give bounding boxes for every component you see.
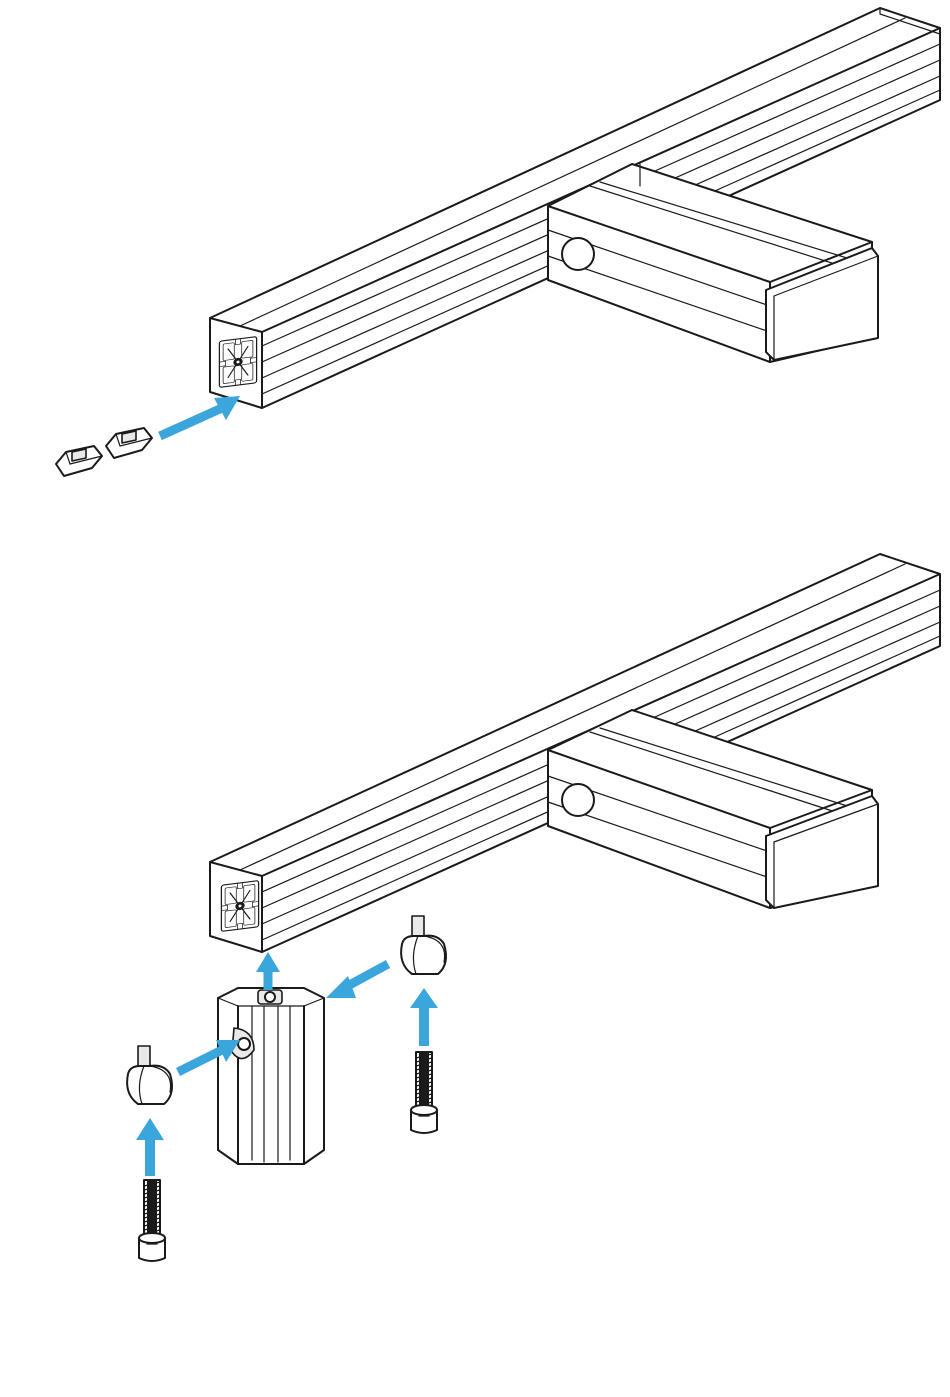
step-2-assembly — [127, 554, 940, 1261]
connector-head-icon — [562, 238, 594, 270]
insertion-arrow — [160, 396, 240, 436]
socket-head-screw-left — [139, 1180, 165, 1261]
profile-cross-section-icon — [219, 337, 256, 388]
vertical-post — [218, 988, 324, 1164]
screw-right-arrow — [410, 988, 438, 1046]
profile-cross-section-icon — [221, 881, 258, 932]
step-1-assembly — [56, 8, 940, 476]
post-insertion-arrow — [256, 952, 280, 990]
socket-head-screw-right — [411, 1052, 437, 1133]
connector-head-icon — [562, 784, 594, 816]
screw-left-arrow — [136, 1118, 164, 1176]
connector-right-arrow — [326, 964, 388, 998]
connector-fastener-left — [127, 1046, 172, 1104]
t-slot-nut-2 — [106, 428, 152, 458]
connector-fastener-right — [401, 916, 446, 974]
t-slot-nut-1 — [56, 446, 102, 476]
